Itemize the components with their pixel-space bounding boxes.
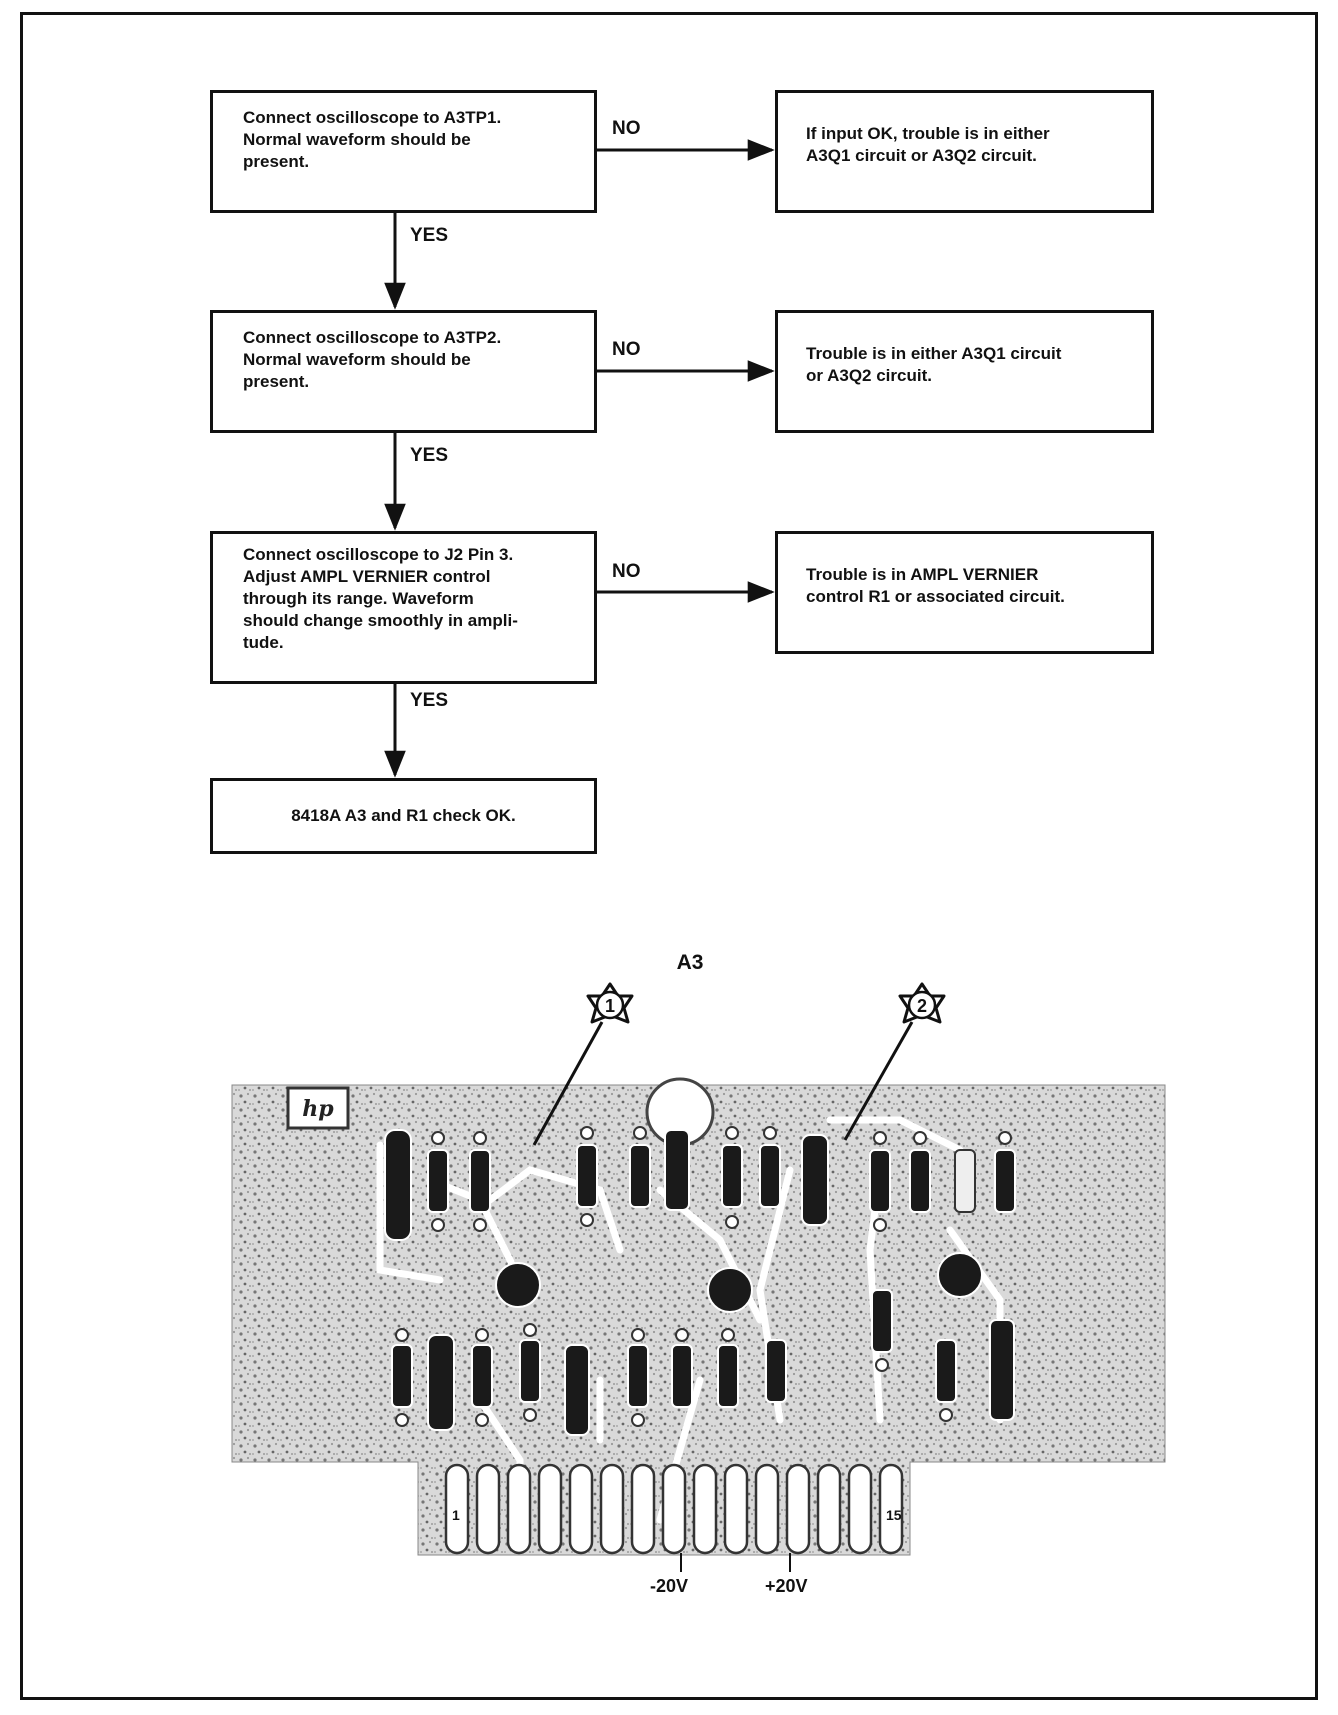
test-point-1-label: 1 [605, 996, 615, 1016]
pin-first-label: 1 [452, 1507, 460, 1523]
test-point-2-label: 2 [917, 996, 927, 1016]
rail-pos-label: +20V [765, 1576, 808, 1597]
edge-connector-fingers [446, 1465, 902, 1553]
pin-last-label: 15 [886, 1507, 902, 1523]
rail-neg-label: -20V [650, 1576, 688, 1597]
svg-text:hp: hp [302, 1096, 334, 1122]
